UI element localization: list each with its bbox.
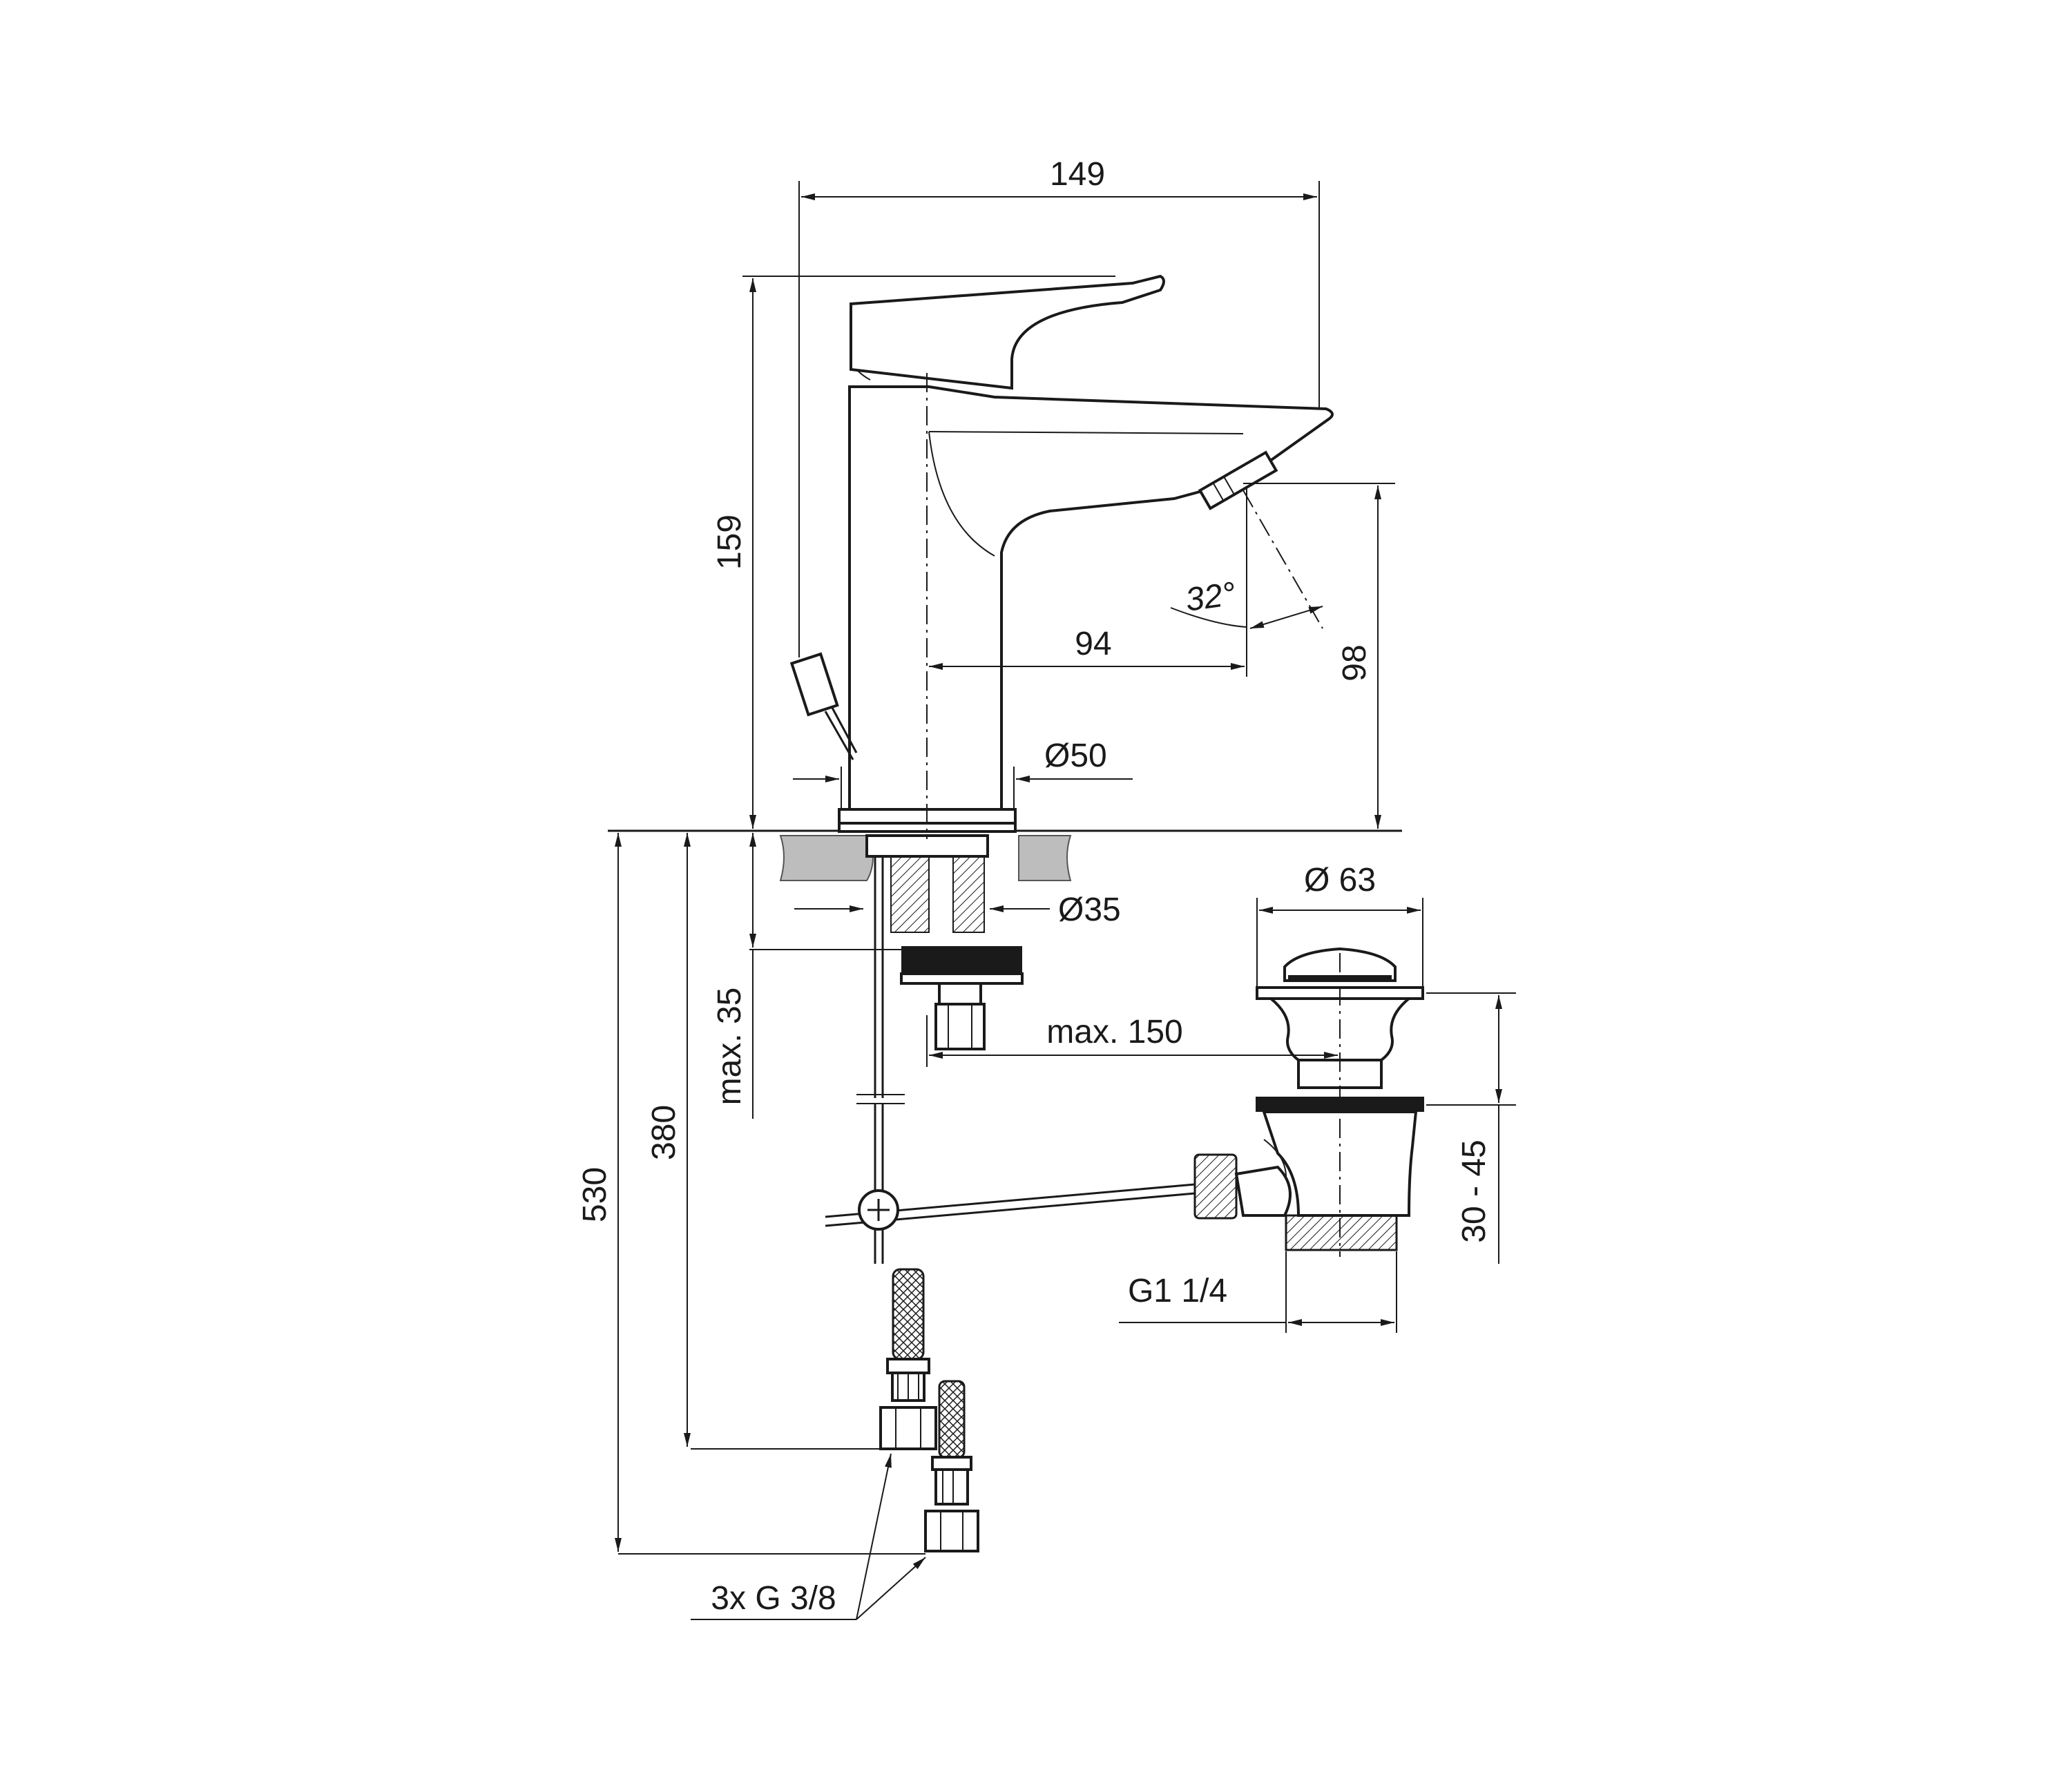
dim-spout-reach: 94 bbox=[929, 487, 1247, 677]
dim-hose-length-530: 530 bbox=[577, 833, 925, 1555]
dim-label-149: 149 bbox=[1050, 156, 1105, 193]
dim-label-3x-g-3-8: 3x G 3/8 bbox=[711, 1580, 836, 1617]
dim-hose-length-380: 380 bbox=[646, 833, 881, 1450]
dim-label-32deg: 32° bbox=[1183, 575, 1238, 619]
dim-spout-height: 98 bbox=[1243, 483, 1395, 829]
dim-shank-diameter: Ø35 bbox=[794, 892, 1121, 928]
dim-base-diameter: Ø50 bbox=[793, 738, 1133, 808]
dim-waste-height-range: 30 - 45 bbox=[1426, 992, 1516, 1264]
pop-up-waste bbox=[1193, 947, 1424, 1257]
flexible-hoses bbox=[879, 1268, 979, 1552]
dim-label-d63: Ø 63 bbox=[1304, 862, 1376, 898]
dim-label-159: 159 bbox=[711, 514, 748, 570]
dim-overall-height: 159 bbox=[711, 276, 767, 829]
dim-label-380: 380 bbox=[646, 1105, 682, 1160]
dim-label-30-45: 30 - 45 bbox=[1456, 1139, 1493, 1242]
dim-waste-diameter: Ø 63 bbox=[1256, 862, 1423, 988]
fixing-assembly bbox=[865, 834, 1024, 1050]
dim-label-g1-1-4: G1 1/4 bbox=[1128, 1273, 1227, 1309]
dim-label-d35: Ø35 bbox=[1058, 892, 1121, 928]
pop-up-rod bbox=[825, 856, 1196, 1264]
dim-max-counter-thickness: max. 35 bbox=[711, 833, 905, 1119]
dim-label-max150: max. 150 bbox=[1046, 1014, 1182, 1050]
dim-label-94: 94 bbox=[1075, 626, 1111, 662]
dim-label-max35: max. 35 bbox=[711, 988, 748, 1106]
dim-max-waste-distance: max. 150 bbox=[926, 1014, 1338, 1067]
dim-label-98: 98 bbox=[1336, 644, 1373, 681]
dim-label-d50: Ø50 bbox=[1044, 738, 1107, 774]
dim-waste-thread: G1 1/4 bbox=[1119, 1251, 1397, 1333]
pop-up-rod-knob bbox=[789, 652, 858, 760]
callout-connections: 3x G 3/8 bbox=[691, 1453, 926, 1620]
dim-spray-angle: 32° bbox=[1170, 575, 1323, 629]
dim-label-530: 530 bbox=[577, 1167, 613, 1222]
countertop bbox=[608, 829, 1402, 881]
aerator bbox=[1198, 450, 1278, 510]
center-lines bbox=[926, 373, 1323, 839]
dim-overall-width: 149 bbox=[798, 156, 1320, 657]
